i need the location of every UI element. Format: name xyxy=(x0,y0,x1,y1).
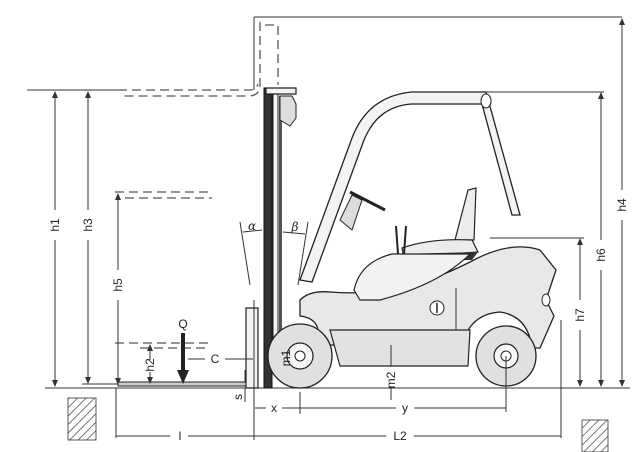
beta-tilt-line xyxy=(297,221,309,286)
h2-arrow-top xyxy=(147,344,153,351)
front-wheel-center xyxy=(294,350,306,362)
alpha-arc xyxy=(242,229,263,233)
raised-fork-dashed xyxy=(118,83,259,91)
label-y: y xyxy=(402,401,408,415)
label-h7: h7 xyxy=(573,308,587,322)
label-m2: m2 xyxy=(384,371,398,388)
label-h6: h6 xyxy=(594,248,608,262)
mast-inner-rail xyxy=(272,91,279,373)
h7-arrow-bottom xyxy=(577,380,583,387)
right-wall-hatch xyxy=(581,419,609,452)
label-beta: β xyxy=(291,220,299,234)
h4-arrow-bottom xyxy=(619,380,625,387)
h6-arrow-top xyxy=(598,92,604,99)
control-levers xyxy=(395,225,407,255)
label-s: s xyxy=(231,394,245,400)
guard-bolt xyxy=(480,93,492,109)
body-lower-chassis xyxy=(329,329,471,367)
label-m1: m1 xyxy=(279,349,293,366)
label-l: l xyxy=(179,429,182,443)
overhead-guard xyxy=(299,91,521,283)
h2-arrow-bottom xyxy=(147,377,153,384)
label-alpha: α xyxy=(248,219,256,233)
label-x: x xyxy=(271,401,277,415)
label-h3: h3 xyxy=(81,218,95,232)
load-arrow-head xyxy=(177,370,189,384)
h3-arrow-top xyxy=(85,91,91,98)
fork-carriage xyxy=(245,307,259,389)
left-wall-hatch xyxy=(67,397,97,441)
mast-chain xyxy=(279,96,282,356)
load-arrow-shaft xyxy=(181,333,185,373)
h1-arrow-bottom xyxy=(52,380,58,387)
rear-light xyxy=(541,293,551,307)
label-h2: h2 xyxy=(143,358,157,372)
steering-column xyxy=(339,194,363,231)
body-hood xyxy=(353,253,472,301)
label-h1: h1 xyxy=(48,218,62,232)
h6-arrow-bottom xyxy=(598,380,604,387)
mast-cylinder-head xyxy=(279,95,297,127)
mast-extended-dashed-inner xyxy=(265,24,279,85)
label-L2: L2 xyxy=(393,429,407,443)
h7-arrow-top xyxy=(577,238,583,245)
alpha-tilt-line xyxy=(239,221,251,286)
h3-arrow-bottom xyxy=(85,377,91,384)
h1-arrow-top xyxy=(52,91,58,98)
h5-arrow-top xyxy=(115,193,121,200)
label-h4: h4 xyxy=(615,198,629,212)
mast-head xyxy=(265,87,297,95)
mast-extended-dashed xyxy=(120,22,261,97)
seat-back xyxy=(454,187,477,241)
label-C: C xyxy=(211,352,220,366)
label-h5: h5 xyxy=(111,278,125,292)
h4-arrow-top xyxy=(619,18,625,25)
steering-wheel xyxy=(349,190,386,212)
fork-blade xyxy=(117,381,251,387)
label-Q: Q xyxy=(178,317,187,331)
beta-arc xyxy=(282,231,306,235)
